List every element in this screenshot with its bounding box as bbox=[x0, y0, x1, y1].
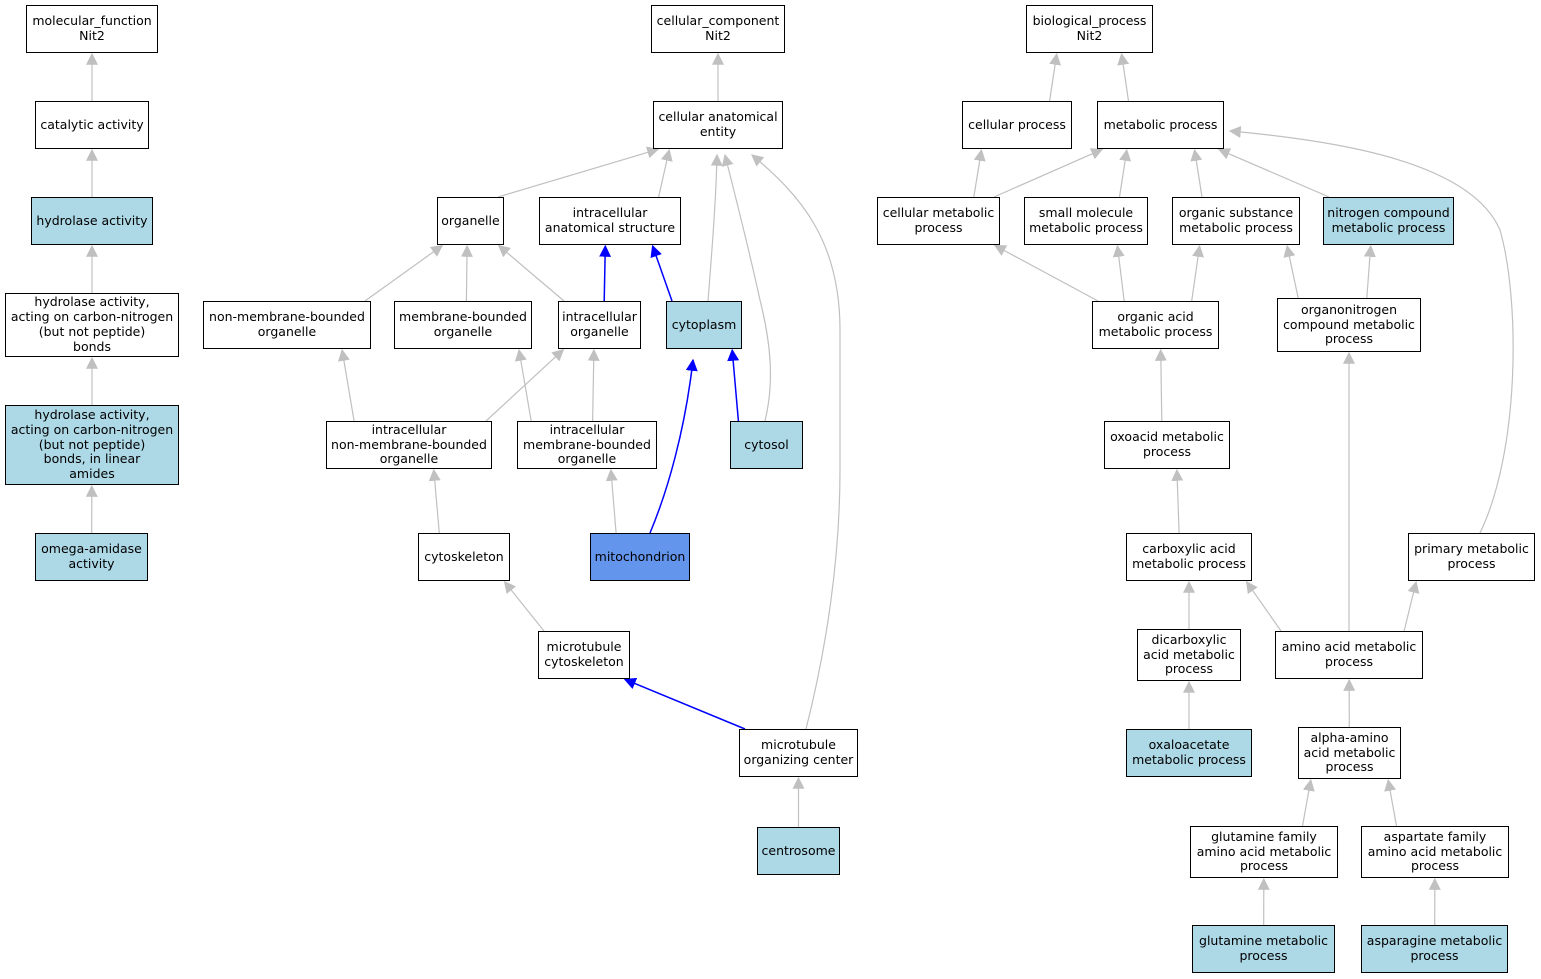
node-asparagine-metabolic-process[interactable]: asparagine metabolic process bbox=[1361, 925, 1508, 973]
node-aspartate-family-amino-acid-metabolic-process[interactable]: aspartate family amino acid metabolic pr… bbox=[1361, 826, 1509, 878]
edge-cellular-metabolic-process-to-metabolic-process bbox=[993, 148, 1104, 198]
edge-organic-acid-mp-to-small-molecule-mp bbox=[1112, 244, 1125, 302]
node-catalytic-activity[interactable]: catalytic activity bbox=[35, 101, 149, 149]
node-nitrogen-compound-metabolic-process[interactable]: nitrogen compound metabolic process bbox=[1323, 197, 1454, 245]
edge-cellular-metabolic-process-to-cellular-process bbox=[973, 148, 986, 198]
edge-non-membrane-bounded-organelle-to-organelle bbox=[364, 244, 444, 302]
node-intracellular-non-membrane-bounded-organelle[interactable]: intracellular non-membrane-bounded organ… bbox=[326, 421, 492, 469]
node-centrosome[interactable]: centrosome bbox=[757, 827, 840, 875]
node-omega-amidase-activity[interactable]: omega-amidase activity bbox=[35, 533, 148, 581]
node-organelle[interactable]: organelle bbox=[437, 197, 504, 245]
node-cellular-anatomical-entity[interactable]: cellular anatomical entity bbox=[653, 101, 783, 149]
edge-layer bbox=[85, 52, 1514, 926]
edge-intracellular-mb-organelle-to-membrane-bounded-organelle bbox=[514, 348, 532, 422]
edge-amino-acid-mp-to-carboxylic-acid-mp bbox=[1245, 580, 1282, 632]
node-small-molecule-metabolic-process[interactable]: small molecule metabolic process bbox=[1024, 197, 1148, 245]
node-intracellular-anatomical-structure[interactable]: intracellular anatomical structure bbox=[539, 197, 681, 245]
edge-cytoplasm-to-cellular-anatomical-entity bbox=[707, 153, 723, 302]
edge-mitochondrion-to-intracellular-mb-organelle bbox=[605, 468, 618, 534]
node-cellular-metabolic-process[interactable]: cellular metabolic process bbox=[877, 197, 1000, 245]
node-molecular-function-root[interactable]: molecular_function Nit2 bbox=[26, 5, 158, 53]
node-primary-metabolic-process[interactable]: primary metabolic process bbox=[1408, 533, 1535, 581]
edge-cellular-process-to-bp-root bbox=[1049, 52, 1062, 102]
node-glutamine-metabolic-process[interactable]: glutamine metabolic process bbox=[1192, 925, 1335, 973]
edge-intracellular-anatomical-structure-to-cellular-anatomical-entity bbox=[658, 148, 673, 198]
edge-small-molecule-mp-to-metabolic-process bbox=[1118, 148, 1132, 198]
node-carboxylic-acid-metabolic-process[interactable]: carboxylic acid metabolic process bbox=[1126, 533, 1252, 581]
node-biological-process-root[interactable]: biological_process Nit2 bbox=[1026, 5, 1153, 53]
node-dicarboxylic-acid-metabolic-process[interactable]: dicarboxylic acid metabolic process bbox=[1137, 629, 1241, 681]
node-amino-acid-metabolic-process[interactable]: amino acid metabolic process bbox=[1275, 631, 1423, 679]
edge-glutamine-family-mp-to-alpha-amino-acid-mp bbox=[1301, 778, 1315, 827]
edge-organonitrogen-mp-to-organic-substance-mp bbox=[1283, 244, 1299, 299]
node-microtubule-cytoskeleton[interactable]: microtubule cytoskeleton bbox=[538, 631, 630, 679]
edge-organic-substance-mp-to-metabolic-process bbox=[1190, 148, 1203, 198]
node-intracellular-membrane-bounded-organelle[interactable]: intracellular membrane-bounded organelle bbox=[517, 421, 657, 469]
node-cytoskeleton[interactable]: cytoskeleton bbox=[418, 533, 510, 581]
node-microtubule-organizing-center[interactable]: microtubule organizing center bbox=[739, 729, 858, 777]
node-metabolic-process[interactable]: metabolic process bbox=[1097, 101, 1224, 149]
edge-intracellular-mb-organelle-to-intracellular-organelle bbox=[587, 348, 600, 422]
node-organonitrogen-compound-metabolic-process[interactable]: organonitrogen compound metabolic proces… bbox=[1277, 298, 1421, 352]
edge-primary-mp-to-metabolic-process bbox=[1228, 125, 1514, 534]
edge-organonitrogen-mp-to-nitrogen-compound-mp bbox=[1363, 244, 1376, 299]
edge-aspartate-family-mp-to-alpha-amino-acid-mp bbox=[1384, 778, 1398, 827]
edge-cytoskeleton-to-intracellular-nmb-organelle bbox=[428, 468, 441, 534]
edge-mitochondrion-to-cytoplasm bbox=[649, 358, 698, 534]
node-oxaloacetate-metabolic-process[interactable]: oxaloacetate metabolic process bbox=[1126, 729, 1252, 777]
node-cellular-process[interactable]: cellular process bbox=[962, 101, 1072, 149]
edge-mtoc-to-cellular-anatomical-entity bbox=[751, 154, 841, 730]
edge-cytosol-to-cytoplasm bbox=[727, 348, 740, 422]
edge-intracellular-organelle-to-intracellular-anatomical-structure bbox=[599, 244, 612, 302]
node-cytosol[interactable]: cytosol bbox=[730, 421, 803, 469]
edge-organic-acid-mp-to-cellular-metabolic-process bbox=[993, 244, 1099, 302]
node-mitochondrion[interactable]: mitochondrion bbox=[590, 533, 690, 581]
edge-intracellular-organelle-to-organelle bbox=[497, 244, 565, 302]
node-alpha-amino-acid-metabolic-process[interactable]: alpha-amino acid metabolic process bbox=[1298, 727, 1401, 779]
edge-metabolic-process-to-bp-root bbox=[1117, 52, 1130, 102]
node-membrane-bounded-organelle[interactable]: membrane-bounded organelle bbox=[394, 301, 532, 349]
node-hydrolase-activity[interactable]: hydrolase activity bbox=[31, 197, 153, 245]
edge-membrane-bounded-organelle-to-organelle bbox=[460, 244, 473, 302]
edge-carboxylic-acid-mp-to-oxoacid-mp bbox=[1171, 468, 1184, 534]
edge-oxoacid-mp-to-organic-acid-mp bbox=[1154, 348, 1167, 422]
node-oxoacid-metabolic-process[interactable]: oxoacid metabolic process bbox=[1104, 421, 1230, 469]
node-hydrolase-activity-linear-amides[interactable]: hydrolase activity, acting on carbon-nit… bbox=[5, 405, 179, 485]
node-cytoplasm[interactable]: cytoplasm bbox=[666, 301, 742, 349]
edge-amino-acid-mp-to-primary-mp bbox=[1403, 580, 1420, 632]
edge-cytosol-to-cellular-anatomical-entity bbox=[721, 153, 772, 422]
edge-cytoplasm-to-intracellular-anatomical-structure bbox=[650, 244, 673, 302]
edge-nitrogen-compound-mp-to-metabolic-process bbox=[1217, 148, 1330, 198]
edge-mtoc-to-microtubule-cytoskeleton bbox=[623, 677, 746, 730]
node-glutamine-family-amino-acid-metabolic-process[interactable]: glutamine family amino acid metabolic pr… bbox=[1190, 826, 1338, 878]
edge-organelle-to-cellular-anatomical-entity bbox=[497, 146, 660, 198]
node-organic-acid-metabolic-process[interactable]: organic acid metabolic process bbox=[1092, 301, 1219, 349]
edge-microtubule-cytoskeleton-to-cytoskeleton bbox=[503, 580, 545, 632]
edge-organic-acid-mp-to-organic-substance-mp bbox=[1191, 244, 1205, 302]
node-intracellular-organelle[interactable]: intracellular organelle bbox=[558, 301, 641, 349]
edge-intracellular-nmb-organelle-to-non-membrane-bounded-organelle bbox=[337, 348, 355, 422]
node-cellular-component-root[interactable]: cellular_component Nit2 bbox=[651, 5, 785, 53]
node-non-membrane-bounded-organelle[interactable]: non-membrane-bounded organelle bbox=[203, 301, 371, 349]
node-organic-substance-metabolic-process[interactable]: organic substance metabolic process bbox=[1172, 197, 1300, 245]
node-hydrolase-activity-carbon-nitrogen[interactable]: hydrolase activity, acting on carbon-nit… bbox=[5, 293, 179, 357]
